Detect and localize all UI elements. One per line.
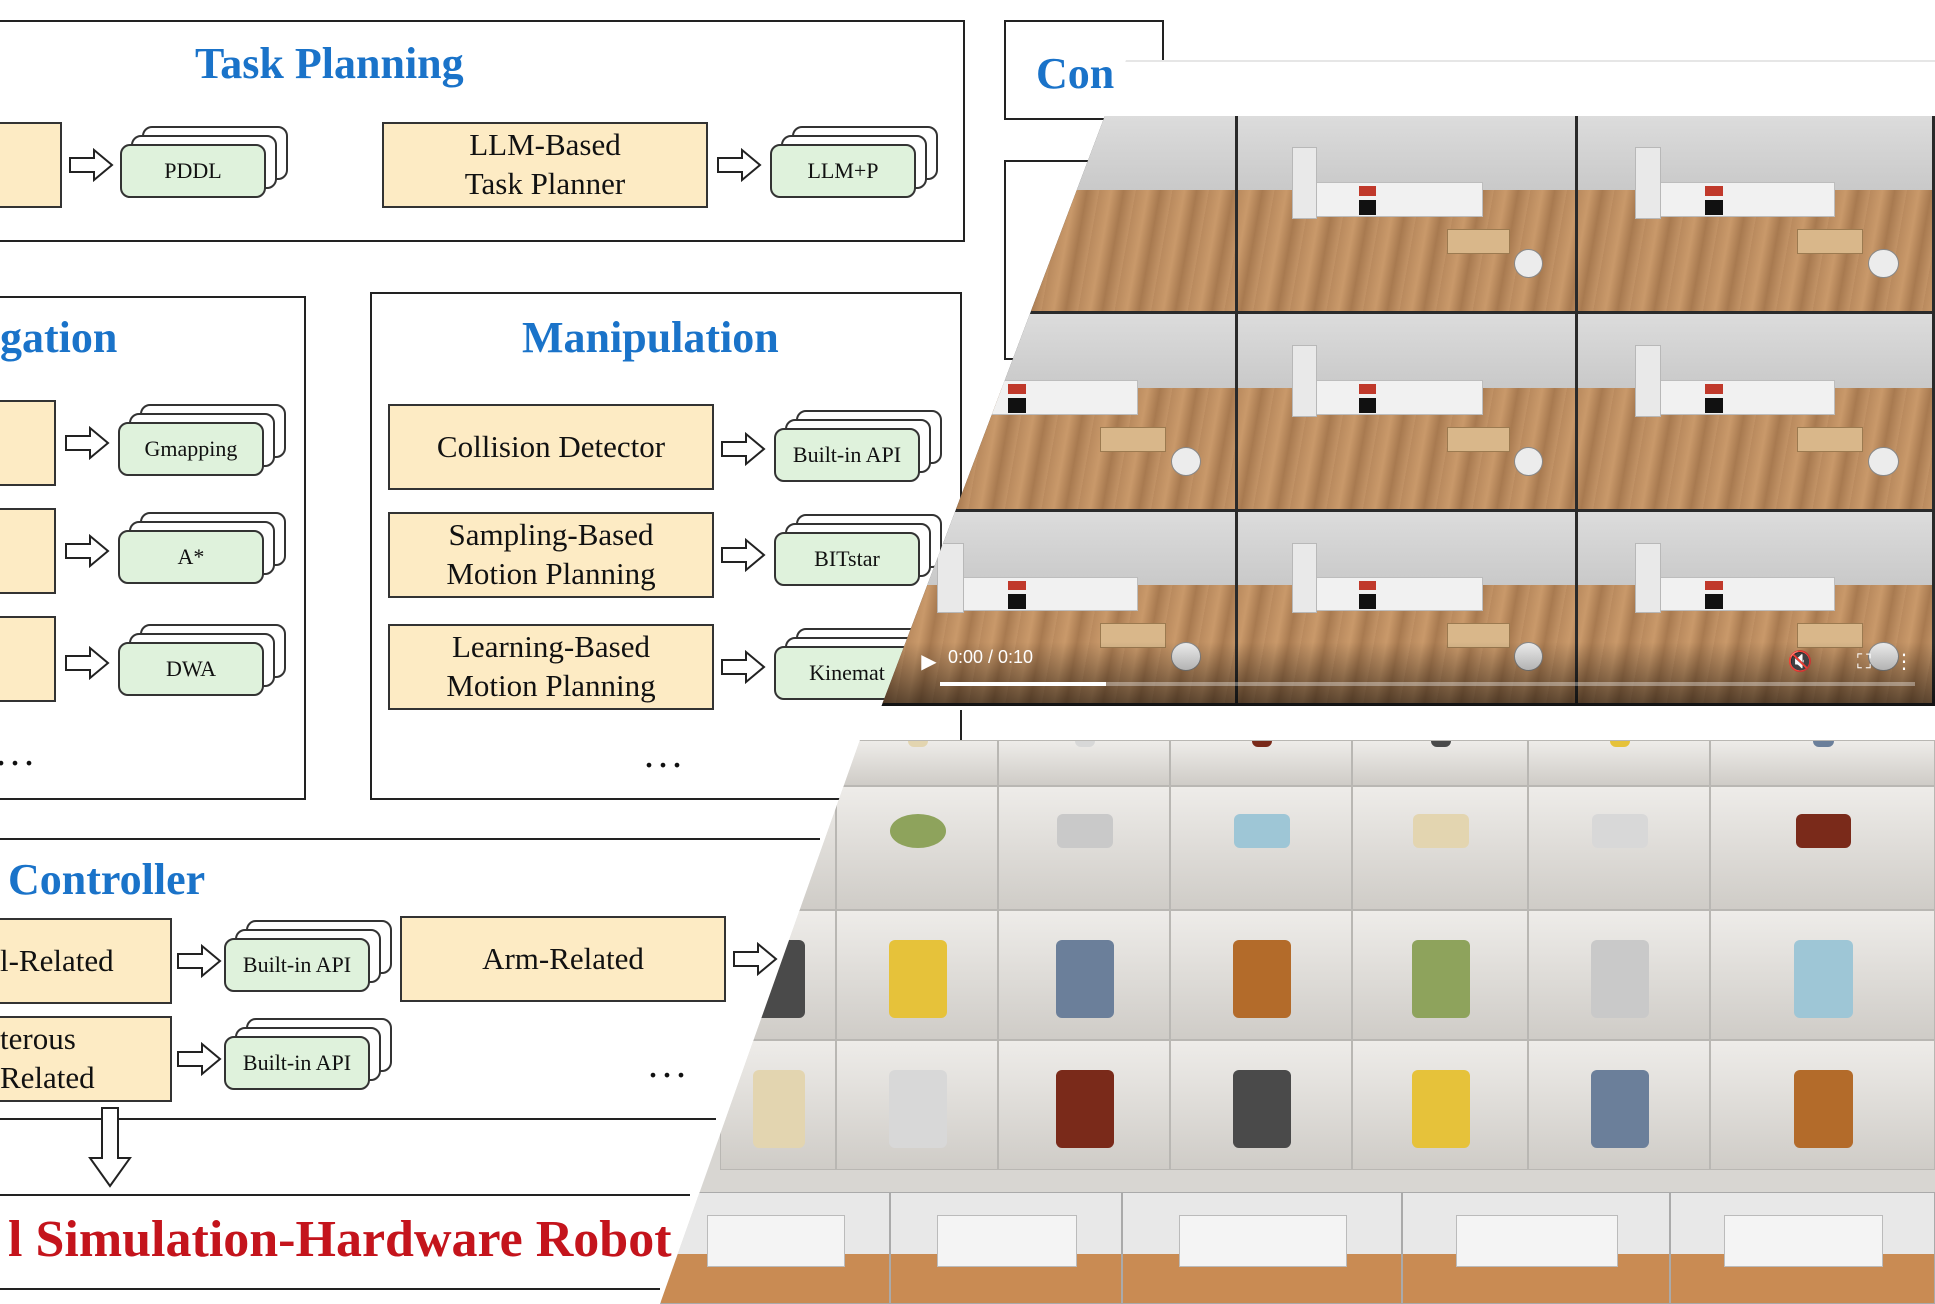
asset-thumbnail bbox=[836, 740, 998, 786]
builtin-api-label: Built-in API bbox=[224, 1036, 370, 1090]
bitstar-label: BITstar bbox=[774, 532, 920, 586]
simulation-view bbox=[1238, 116, 1575, 311]
llm-p-label: LLM+P bbox=[770, 144, 916, 198]
controller-top-line bbox=[0, 838, 820, 840]
asset-thumbnail bbox=[1710, 740, 1935, 786]
asset-thumbnail bbox=[1170, 786, 1352, 910]
bitstar-stack: BITstar bbox=[774, 514, 942, 588]
robot-bottom-line bbox=[0, 1288, 660, 1290]
more-icon[interactable]: ⋮ bbox=[1894, 649, 1914, 673]
builtin-api-label: Built-in API bbox=[774, 428, 920, 482]
controller-builtin-stack-2: Built-in API bbox=[224, 1018, 392, 1092]
controller-builtin-stack-1: Built-in API bbox=[224, 920, 392, 994]
base-related-box: l-Related bbox=[0, 918, 172, 1004]
arrow-icon bbox=[65, 534, 110, 568]
llm-p-stack: LLM+P bbox=[770, 126, 938, 200]
kinematics-label: Kinemat bbox=[774, 646, 920, 700]
asset-thumbnail bbox=[998, 1040, 1170, 1170]
navigation-ellipsis: ... bbox=[0, 729, 38, 774]
task-planner-box-left bbox=[0, 122, 62, 208]
dwa-label: DWA bbox=[118, 642, 264, 696]
llm-task-planner-box: LLM-Based Task Planner bbox=[382, 122, 708, 208]
asset-thumbnail bbox=[1170, 1040, 1352, 1170]
asset-gallery bbox=[660, 740, 1935, 1304]
asset-thumbnail bbox=[836, 1040, 998, 1170]
asset-thumbnail bbox=[1528, 740, 1710, 786]
kitchen-scene-thumbnail bbox=[890, 1192, 1122, 1304]
controller-ellipsis: ... bbox=[648, 1041, 690, 1086]
asset-thumbnail bbox=[1528, 786, 1710, 910]
control-title-fragment: Con bbox=[1036, 49, 1115, 98]
down-arrow-icon bbox=[88, 1107, 132, 1188]
builtin-api-label: Built-in API bbox=[224, 938, 370, 992]
video-progress-fill bbox=[940, 682, 1106, 686]
builtin-api-stack: Built-in API bbox=[774, 410, 942, 484]
controller-title: Controller bbox=[8, 855, 206, 904]
asset-thumbnail bbox=[998, 910, 1170, 1040]
arm-related-box: Arm-Related bbox=[400, 916, 726, 1002]
astar-label: A* bbox=[118, 530, 264, 584]
asset-thumbnail bbox=[836, 786, 998, 910]
asset-thumbnail bbox=[1528, 910, 1710, 1040]
sampling-planning-box: Sampling-Based Motion Planning bbox=[388, 512, 714, 598]
manipulation-ellipsis: ... bbox=[644, 731, 686, 776]
asset-thumbnail bbox=[1352, 1040, 1528, 1170]
asset-thumbnail bbox=[1352, 786, 1528, 910]
learning-planning-box: Learning-Based Motion Planning bbox=[388, 624, 714, 710]
simulation-view bbox=[1578, 116, 1932, 311]
nav-global-box bbox=[0, 508, 56, 594]
asset-thumbnail bbox=[1528, 1040, 1710, 1170]
arrow-icon bbox=[721, 538, 766, 572]
asset-thumbnail bbox=[1710, 786, 1935, 910]
arrow-icon bbox=[69, 148, 114, 182]
pddl-label: PDDL bbox=[120, 144, 266, 198]
asset-thumbnail bbox=[998, 786, 1170, 910]
gmapping-stack: Gmapping bbox=[118, 404, 286, 478]
arrow-icon bbox=[717, 148, 762, 182]
robot-title: l Simulation-Hardware Robot bbox=[8, 1211, 672, 1268]
simulation-view bbox=[1238, 314, 1575, 509]
kitchen-scene-thumbnail bbox=[660, 1192, 890, 1304]
astar-stack: A* bbox=[118, 512, 286, 586]
arrow-icon bbox=[65, 646, 110, 680]
video-controls bbox=[880, 642, 1935, 706]
asset-thumbnail bbox=[1170, 740, 1352, 786]
arrow-icon bbox=[177, 1042, 222, 1076]
nav-mapping-box bbox=[0, 400, 56, 486]
arrow-icon bbox=[721, 432, 766, 466]
arrow-icon bbox=[733, 942, 778, 976]
navigation-title: gation bbox=[0, 313, 118, 362]
simulation-view bbox=[1578, 314, 1932, 509]
arrow-icon bbox=[721, 650, 766, 684]
dwa-stack: DWA bbox=[118, 624, 286, 698]
collision-detector-box: Collision Detector bbox=[388, 404, 714, 490]
dexterous-related-box: terous Related bbox=[0, 1016, 172, 1102]
manipulation-title: Manipulation bbox=[522, 313, 779, 362]
asset-thumbnail bbox=[1710, 1040, 1935, 1170]
robot-top-line bbox=[0, 1194, 690, 1196]
play-icon[interactable]: ▶ bbox=[921, 649, 937, 673]
nav-local-box bbox=[0, 616, 56, 702]
mute-icon[interactable]: 🔇 bbox=[1787, 649, 1813, 673]
asset-thumbnail bbox=[1352, 740, 1528, 786]
asset-thumbnail bbox=[836, 910, 998, 1040]
arrow-icon bbox=[65, 426, 110, 460]
asset-thumbnail bbox=[1352, 910, 1528, 1040]
arrow-icon bbox=[177, 944, 222, 978]
asset-thumbnail bbox=[998, 740, 1170, 786]
asset-thumbnail bbox=[1710, 910, 1935, 1040]
gmapping-label: Gmapping bbox=[118, 422, 264, 476]
kitchen-scene-thumbnail bbox=[1402, 1192, 1670, 1304]
pddl-stack: PDDL bbox=[120, 126, 288, 200]
asset-thumbnail bbox=[1170, 910, 1352, 1040]
video-progress-bar[interactable] bbox=[940, 682, 1915, 686]
kitchen-scene-thumbnail bbox=[1122, 1192, 1402, 1304]
fullscreen-icon[interactable]: ⛶ bbox=[1857, 649, 1871, 673]
kitchen-scene-thumbnail bbox=[1670, 1192, 1935, 1304]
task-planning-title: Task Planning bbox=[195, 39, 464, 88]
video-time: 0:00 / 0:10 bbox=[948, 647, 1034, 667]
controller-bottom-line bbox=[0, 1118, 716, 1120]
